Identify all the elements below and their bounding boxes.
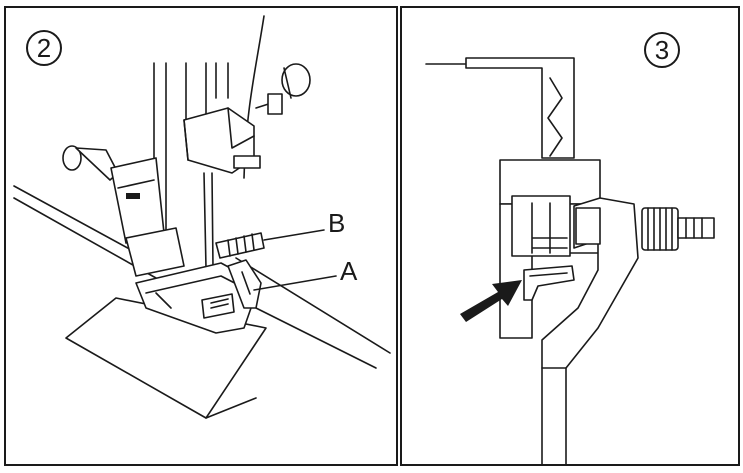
step-2-number: 2: [36, 32, 52, 63]
step-3-panel: 3: [400, 6, 740, 466]
foot-holder-illustration: [425, 57, 715, 465]
callout-a: A: [340, 256, 358, 286]
pointer-arrow-icon: [460, 280, 522, 322]
step-3-number: 3: [654, 34, 670, 65]
step-3-badge: 3: [644, 32, 680, 68]
callout-b: B: [328, 208, 346, 238]
presser-foot-illustration: [13, 15, 391, 419]
step-2-panel: 2 B A: [4, 6, 398, 466]
step-2-badge: 2: [26, 30, 62, 66]
